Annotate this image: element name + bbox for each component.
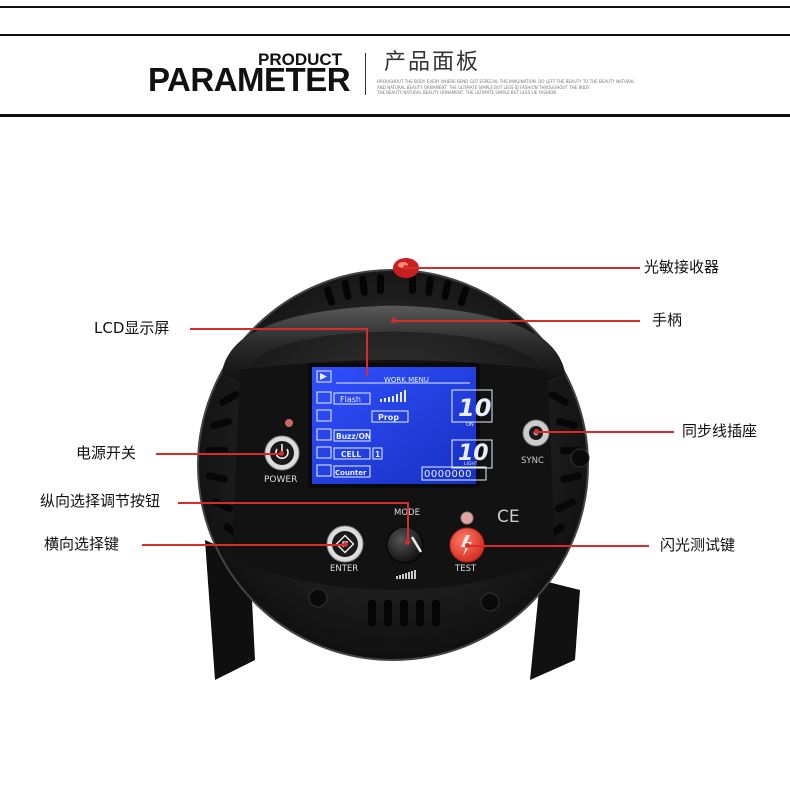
light-receiver-leader: [407, 267, 640, 269]
flash-unit-back-panel: WORK MENU Flash Prop Buzz/ON CELL 1 Coun…: [197, 258, 590, 680]
lcd-menu-title: WORK MENU: [384, 376, 429, 384]
lcd-cell-value: 1: [375, 450, 380, 459]
sync-label: SYNC: [521, 456, 544, 466]
sync-leader: [538, 431, 674, 433]
lcd-cell: CELL: [341, 450, 361, 459]
header-rule-top: [0, 34, 790, 36]
mode-knob[interactable]: [386, 526, 424, 564]
callout-vertical-select: 纵向选择调节按钮: [40, 492, 161, 510]
light-receiver-dot: [403, 265, 408, 270]
vertical-dot: [405, 540, 410, 545]
callout-power-switch: 电源开关: [76, 444, 137, 462]
flash-body-rim: [197, 269, 589, 661]
horizontal-leader: [142, 544, 345, 546]
lcd-play-icon: [320, 373, 327, 380]
screw-hole: [480, 592, 500, 612]
vertical-leader-h: [178, 502, 408, 504]
callout-sync-socket: 同步线插座: [682, 422, 758, 440]
brand-parameter-word: PARAMETER: [148, 61, 351, 98]
top-rule: [0, 6, 790, 8]
header-rule-bottom: [0, 114, 790, 117]
test-leader: [469, 545, 649, 547]
bottom-vents: [368, 600, 440, 626]
screw-hole: [308, 588, 328, 608]
brand-separator: [365, 53, 366, 95]
vertical-leader-v: [407, 502, 409, 542]
mode-label: MODE: [394, 508, 420, 518]
horizontal-dot: [343, 542, 348, 547]
product-panel-illustration: WORK MENU Flash Prop Buzz/ON CELL 1 Coun…: [0, 120, 790, 800]
lcd-light-tag: LIGHT: [464, 461, 478, 467]
brand-product-word: PRODUCT: [258, 50, 343, 69]
knob-scale-icon: [396, 570, 416, 579]
test-label: TEST: [454, 564, 477, 574]
lcd-counter-label: Counter: [335, 469, 367, 477]
top-vents: [323, 274, 470, 306]
lcd-counter-value: 0000000: [424, 469, 472, 480]
power-indicator-led: [285, 419, 293, 427]
test-dot: [465, 543, 470, 548]
lcd-leader-v: [366, 328, 368, 376]
cable-connector: [530, 580, 580, 680]
lcd-screen: [312, 367, 476, 484]
fine-print-line-1: HROUGHOUT THE BODY. EVERY WHERE BEND GOT…: [377, 79, 635, 84]
handle-dot: [391, 318, 396, 323]
lcd-power-value: 10: [458, 394, 491, 422]
brand-fine-print: HROUGHOUT THE BODY. EVERY WHERE BEND GOT…: [377, 79, 639, 96]
test-indicator-led: [460, 511, 474, 525]
callout-flash-test: 闪光测试键: [660, 536, 736, 554]
lcd-light-value: 10: [458, 441, 489, 466]
callout-lcd: LCD显示屏: [94, 319, 170, 337]
power-leader: [156, 453, 282, 455]
page-header: PRODUCT PARAMETER 产品面板 HROUGHOUT THE BOD…: [0, 0, 790, 120]
sync-dot: [534, 429, 539, 434]
lcd-mode-flash: Flash: [340, 395, 361, 404]
callout-handle: 手柄: [652, 311, 683, 329]
callout-horizontal-select: 横向选择键: [44, 535, 120, 553]
lcd-leader-h: [190, 328, 367, 330]
lcd-buzz: Buzz/ON: [336, 432, 371, 441]
lcd-mode-prop: Prop: [378, 413, 399, 422]
power-dot: [279, 451, 284, 456]
screw-hole: [570, 448, 590, 468]
handle-leader: [395, 320, 640, 322]
ce-mark: CE: [497, 507, 520, 527]
enter-label: ENTER: [330, 564, 358, 574]
callout-light-receiver: 光敏接收器: [644, 258, 720, 276]
fine-print-line-2: AND NATURAL BEAUTY ORNAMENT. THE ULTIMAT…: [377, 84, 590, 90]
power-label: POWER: [264, 475, 297, 485]
lcd-level-bars: [380, 390, 406, 402]
handle: [221, 304, 566, 383]
fine-print-line-3: THE BEAUTY NATURAL BEAUTY ORNAMENT, THE …: [377, 90, 557, 95]
knob-indicator: [410, 536, 423, 553]
lcd-on-tag: ON: [466, 422, 474, 428]
page-title: 产品面板: [384, 50, 481, 75]
power-icon: [275, 444, 289, 460]
